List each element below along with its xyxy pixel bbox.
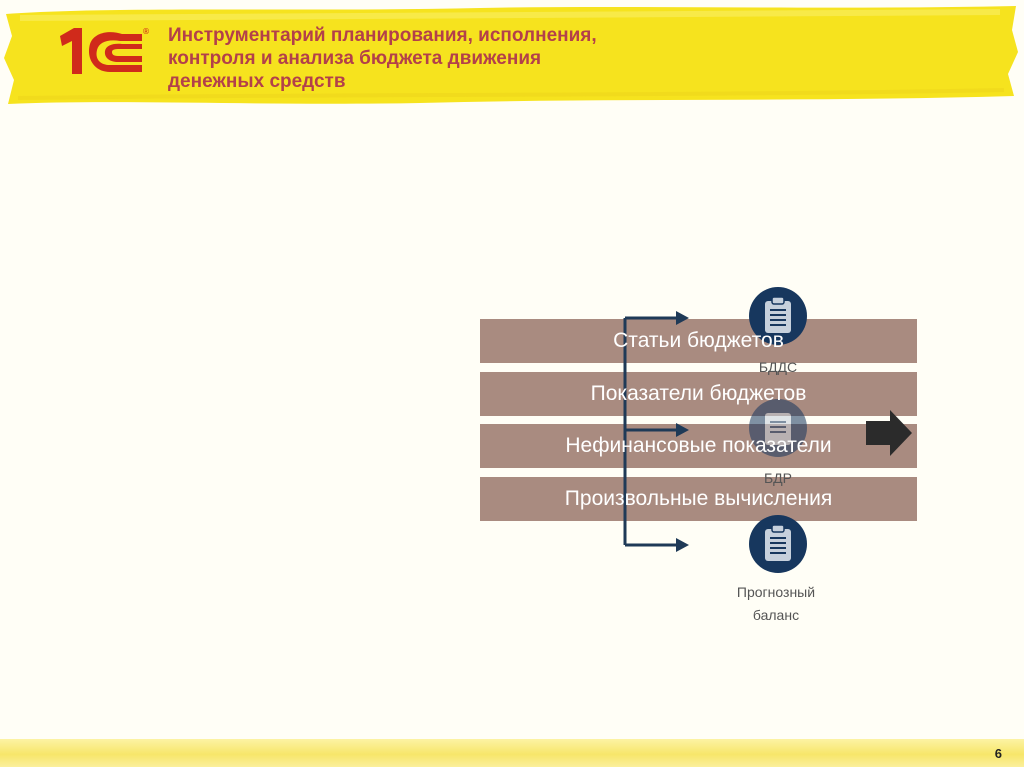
- arrow-head-balance: [676, 538, 689, 552]
- doc-label-bdds: БДДС: [758, 359, 798, 375]
- 1c-logo: ®: [60, 27, 150, 74]
- footer-band: [0, 739, 1024, 767]
- document-icon: [749, 515, 807, 573]
- title-line-2: контроля и анализа бюджета движения: [168, 48, 542, 69]
- bar-budget-items-label: Статьи бюджетов: [613, 329, 784, 352]
- bar-custom-calculations-label: Произвольные вычисления: [564, 487, 833, 510]
- doc-label-balance-line2: баланс: [752, 607, 800, 623]
- registered-mark: ®: [142, 27, 150, 36]
- bar-budget-items: Статьи бюджетов: [480, 319, 917, 363]
- bar-budget-indicators-label: Показатели бюджетов: [590, 382, 807, 405]
- title-line-1: Инструментарий планирования, исполнения,: [168, 25, 597, 46]
- bar-nonfinancial-indicators: Нефинансовые показатели: [480, 424, 917, 468]
- page-title: Инструментарий планирования, исполнения,…: [168, 24, 728, 93]
- title-line-3: денежных средств: [168, 71, 346, 92]
- bar-budget-indicators: Показатели бюджетов: [480, 372, 917, 416]
- page-number: 6: [994, 746, 1002, 761]
- doc-label-bdr: БДР: [763, 470, 792, 486]
- bar-nonfinancial-indicators-label: Нефинансовые показатели: [565, 434, 832, 457]
- bar-custom-calculations: Произвольные вычисления: [480, 477, 917, 521]
- doc-label-balance-line1: Прогнозный: [736, 584, 816, 600]
- header-highlight: [4, 6, 1018, 104]
